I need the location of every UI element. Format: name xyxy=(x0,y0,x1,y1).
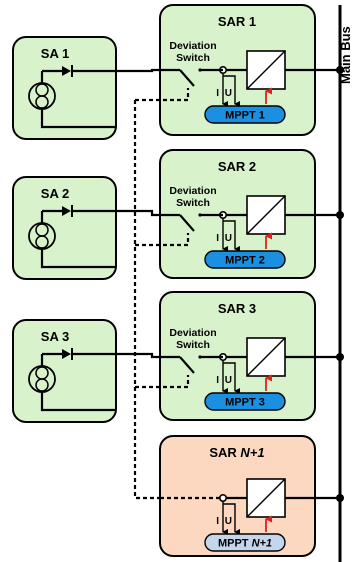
switch-contact xyxy=(198,68,202,72)
dc-converter-diagonal xyxy=(246,478,286,518)
regulator-title: SAR N+1 xyxy=(209,445,264,460)
deviation-switch-label: Switch xyxy=(176,52,210,64)
dc-converter-diagonal xyxy=(246,195,286,235)
redundancy-stub xyxy=(135,375,190,389)
array-wire xyxy=(40,211,116,269)
redundancy-stub xyxy=(135,233,190,247)
mppt-label: MPPT 1 xyxy=(225,110,265,122)
current-source-icon xyxy=(35,95,49,109)
current-label: I xyxy=(216,375,219,386)
diode-icon xyxy=(62,206,71,216)
bus-junction xyxy=(336,211,344,219)
regulator-title: SAR 2 xyxy=(218,159,256,174)
current-label: I xyxy=(216,516,219,527)
solar-array-label: SA 3 xyxy=(41,329,69,344)
bus-junction xyxy=(336,494,344,502)
mppt-box xyxy=(204,533,286,552)
mppt-box xyxy=(204,392,286,411)
deviation-switch-label: Deviation xyxy=(169,40,216,52)
solar-array-box xyxy=(12,176,117,280)
current-source-icon xyxy=(28,365,56,393)
diode-icon xyxy=(62,349,71,359)
mppt-label: MPPT N+1 xyxy=(218,538,272,550)
switch-contact xyxy=(198,355,202,359)
deviation-switch-label: Deviation xyxy=(169,185,216,197)
switch-blade xyxy=(179,214,195,232)
voltage-sense-arrow xyxy=(223,362,240,394)
solar-array-label: SA 1 xyxy=(41,46,69,61)
mppt-box xyxy=(204,250,286,269)
voltage-sense-arrow xyxy=(223,75,240,107)
redundancy-stub xyxy=(135,88,190,102)
bus-junction xyxy=(336,66,344,74)
voltage-label: U xyxy=(225,516,232,527)
regulator-title: SAR 1 xyxy=(218,14,256,29)
mppt-box xyxy=(204,105,286,124)
diode-icon xyxy=(62,66,71,76)
deviation-switch-label: Switch xyxy=(176,197,210,209)
switch-contact xyxy=(198,213,202,217)
current-label: I xyxy=(216,233,219,244)
deviation-switch-label: Switch xyxy=(176,339,210,351)
switch-blade xyxy=(179,356,195,374)
current-label: I xyxy=(216,88,219,99)
voltage-label: U xyxy=(225,233,232,244)
solar-array-box xyxy=(12,36,117,140)
regulator-title: SAR 3 xyxy=(218,301,256,316)
solar-array: SA 1 xyxy=(12,36,117,140)
solar-array-label: SA 2 xyxy=(41,186,69,201)
array-wire xyxy=(40,354,116,412)
array-wire xyxy=(40,71,116,129)
voltage-label: U xyxy=(225,88,232,99)
voltage-sense-arrow xyxy=(223,220,240,252)
switch-input-wire xyxy=(116,68,180,73)
dc-converter-diagonal xyxy=(246,50,286,90)
mppt-label: MPPT 2 xyxy=(225,255,265,267)
current-source-icon xyxy=(28,222,56,250)
voltage-label: U xyxy=(225,375,232,386)
solar-arrays: SA 1 SA 2 SA 3 xyxy=(12,36,117,423)
current-source-icon xyxy=(28,82,56,110)
bus-junction xyxy=(336,353,344,361)
current-source-icon xyxy=(35,378,49,392)
switch-input-wire xyxy=(116,209,180,217)
main-bus-label: Main Bus xyxy=(338,26,353,84)
voltage-sense-arrow xyxy=(223,503,240,535)
redundancy-spine xyxy=(133,100,160,500)
mppt-label: MPPT 3 xyxy=(225,397,265,409)
current-source-icon xyxy=(35,235,49,249)
regulator-box xyxy=(159,435,316,557)
solar-array: SA 3 xyxy=(12,319,117,423)
sense-node xyxy=(219,493,228,502)
solar-array: SA 2 xyxy=(12,176,117,280)
redundancy-dashed-lines xyxy=(133,88,190,500)
solar-array-box xyxy=(12,319,117,423)
switch-blade xyxy=(179,69,195,87)
deviation-switch-label: Deviation xyxy=(169,327,216,339)
dc-converter-diagonal xyxy=(246,337,286,377)
